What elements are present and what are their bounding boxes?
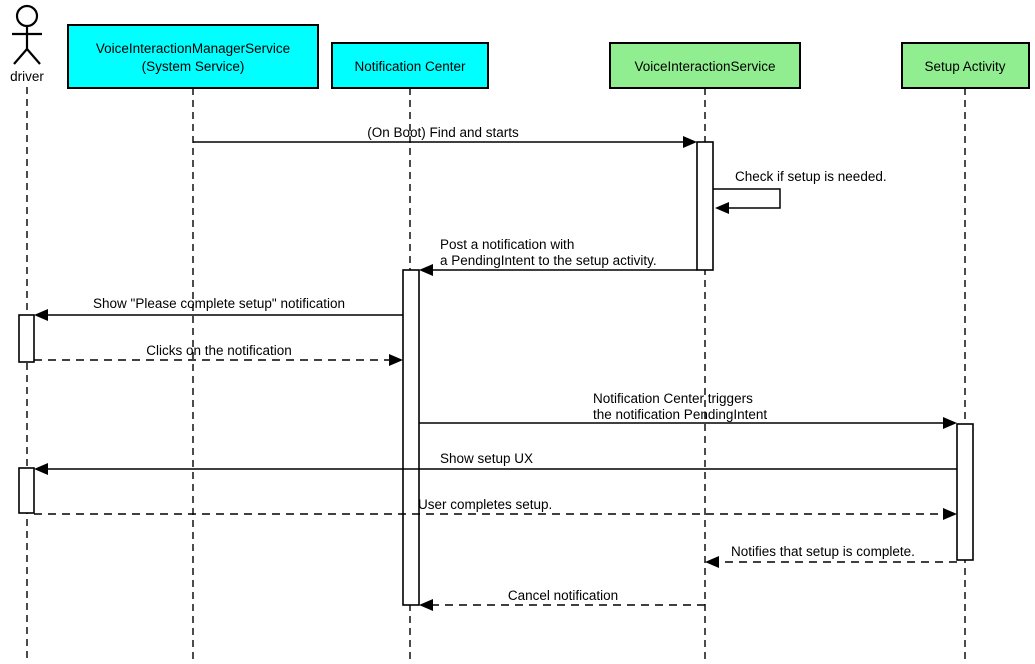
message-label-line2: a PendingIntent to the setup activity.: [440, 253, 657, 268]
message-label-line2: the notification PendingIntent: [593, 407, 767, 422]
message-notifies-that-setup-is-complete: Notifies that setup is complete.: [705, 544, 957, 568]
participant-label-line2: (System Service): [142, 59, 245, 74]
message-label: Notifies that setup is complete.: [731, 544, 915, 559]
actor-leg-right-icon: [26, 48, 41, 65]
arrowhead-left-icon: [419, 599, 433, 611]
message-on-boot-find-and-starts: (On Boot) Find and starts: [193, 125, 697, 148]
actor-label: driver: [10, 69, 44, 84]
participant-voice-interaction-manager-service: VoiceInteractionManagerService (System S…: [67, 24, 319, 89]
arrowhead-left-icon: [419, 264, 433, 276]
arrowhead-right-icon: [943, 508, 957, 520]
activation-bar-driver-2: [18, 467, 35, 514]
arrowhead-left-icon: [34, 309, 48, 321]
participant-box-voice-interaction-service: [609, 42, 801, 89]
message-label: Show "Please complete setup" notificatio…: [93, 296, 345, 311]
participant-label: VoiceInteractionService: [634, 59, 775, 74]
participant-box-vims: [67, 24, 319, 89]
message-label: Cancel notification: [508, 588, 618, 603]
actor-head-icon: [15, 4, 39, 28]
message-post-a-notification: Post a notification with a PendingIntent…: [419, 237, 697, 276]
message-label-line1: Notification Center triggers: [593, 391, 753, 406]
message-cancel-notification: Cancel notification: [419, 588, 705, 611]
participant-voice-interaction-service: VoiceInteractionService: [609, 42, 801, 89]
participant-notification-center: Notification Center: [331, 42, 489, 89]
message-self-line: [713, 188, 781, 209]
arrowhead-left-icon: [715, 202, 729, 214]
actor-driver: driver: [10, 4, 44, 84]
activation-bar-setup-activity: [956, 423, 974, 561]
message-label: Check if setup is needed.: [735, 169, 887, 184]
message-show-setup-ux: Show setup UX: [34, 451, 957, 475]
activation-bar-notification-center: [402, 269, 420, 606]
activation-bar-driver-1: [18, 314, 35, 363]
message-label: Show setup UX: [440, 451, 533, 466]
actor-leg-left-icon: [13, 48, 28, 65]
arrowhead-right-icon: [389, 354, 403, 366]
message-label: User completes setup.: [418, 497, 552, 512]
participant-setup-activity: Setup Activity: [901, 42, 1030, 89]
message-notification-center-triggers-pendingintent: Notification Center triggers the notific…: [419, 391, 957, 429]
arrowhead-left-icon: [705, 556, 719, 568]
message-clicks-on-the-notification: Clicks on the notification: [34, 343, 403, 366]
participant-box-notification-center: [331, 42, 489, 89]
activation-bar-voice-interaction-service: [696, 141, 714, 271]
arrowhead-right-icon: [943, 417, 957, 429]
participant-label: Setup Activity: [924, 59, 1005, 74]
message-show-please-complete-setup-notification: Show "Please complete setup" notificatio…: [34, 296, 403, 321]
arrowhead-left-icon: [34, 463, 48, 475]
arrowhead-right-icon: [683, 136, 697, 148]
participant-label: Notification Center: [354, 59, 466, 74]
message-label: Clicks on the notification: [146, 343, 292, 358]
message-label: (On Boot) Find and starts: [367, 125, 519, 140]
message-label-line1: Post a notification with: [440, 237, 574, 252]
message-user-completes-setup: User completes setup.: [34, 497, 957, 520]
activation-bars: [18, 141, 974, 606]
message-check-if-setup-is-needed: Check if setup is needed.: [713, 169, 887, 214]
participant-box-setup-activity: [901, 42, 1030, 89]
participant-label-line1: VoiceInteractionManagerService: [96, 41, 290, 56]
